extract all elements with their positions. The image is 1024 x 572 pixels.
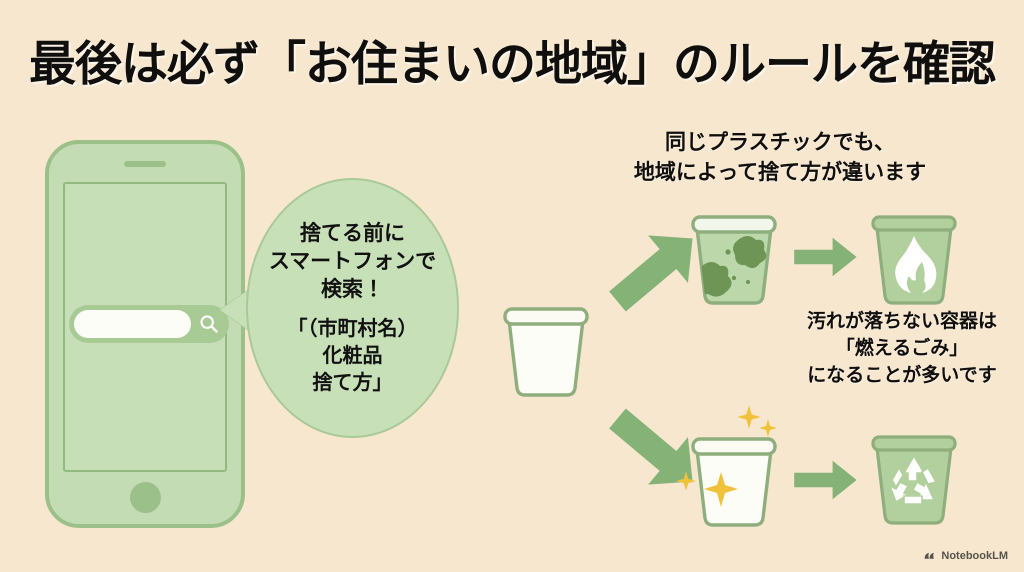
note-burnable-rule: 汚れが落ちない容器は 「燃えるごみ」 になることが多いです — [780, 308, 1024, 389]
dirt-stains — [700, 236, 767, 297]
arrow-to-burnable-bin — [794, 237, 857, 277]
plastic-container-clean-source — [503, 307, 589, 397]
bubble-query-line-2: 化粧品 — [322, 344, 383, 367]
note-right-line-3: になることが多いです — [807, 365, 997, 386]
note-regional-difference: 同じプラスチックでも、 地域によって捨て方が違います — [608, 128, 952, 188]
arrow-to-dirty-container — [609, 235, 693, 312]
note-top-line-2: 地域によって捨て方が違います — [633, 161, 927, 184]
recycling-bin — [871, 435, 957, 525]
page-title: 最後は必ず「お住まいの地域」のルールを確認 — [29, 37, 996, 90]
recycle-icon — [888, 454, 938, 505]
phone-speaker-slot — [124, 161, 166, 167]
note-right-line-2: 「燃えるごみ」 — [835, 338, 969, 359]
watermark: NotebookLM — [923, 549, 1008, 562]
note-top-line-1: 同じプラスチックでも、 — [665, 131, 895, 154]
search-icon[interactable] — [198, 313, 220, 335]
speech-bubble-text: 捨てる前に スマートフォンで 検索！ 「（市町村名） 化粧品 捨て方」 — [246, 178, 459, 438]
plastic-container-washed — [691, 437, 777, 527]
sparkle-icon-2 — [759, 419, 777, 437]
search-text-field[interactable] — [74, 310, 191, 338]
bubble-query-line-3: 捨て方」 — [312, 371, 393, 394]
notebooklm-logo-icon — [925, 552, 935, 559]
bubble-line-1: 捨てる前に — [300, 221, 405, 245]
smartphone-illustration — [45, 140, 245, 528]
sparkle-icon-1 — [737, 405, 761, 429]
burnable-waste-bin — [871, 215, 957, 305]
speech-bubble-body — [246, 178, 459, 438]
search-input[interactable] — [69, 305, 229, 343]
plastic-container-dirty — [691, 215, 777, 305]
flame-icon — [895, 236, 937, 293]
bubble-line-3: 検索！ — [321, 277, 384, 301]
bubble-query-line-1: 「（市町村名） — [287, 317, 418, 340]
note-right-line-1: 汚れが落ちない容器は — [806, 311, 997, 332]
speech-bubble: 捨てる前に スマートフォンで 検索！ 「（市町村名） 化粧品 捨て方」 — [220, 178, 459, 438]
phone-home-button[interactable] — [130, 482, 161, 513]
watermark-label: NotebookLM — [941, 549, 1008, 562]
arrow-to-recycling-bin — [794, 460, 857, 500]
bubble-line-2: スマートフォンで — [268, 249, 437, 273]
arrow-to-clean-container — [609, 408, 693, 485]
sparkle-icon-3 — [676, 471, 696, 491]
